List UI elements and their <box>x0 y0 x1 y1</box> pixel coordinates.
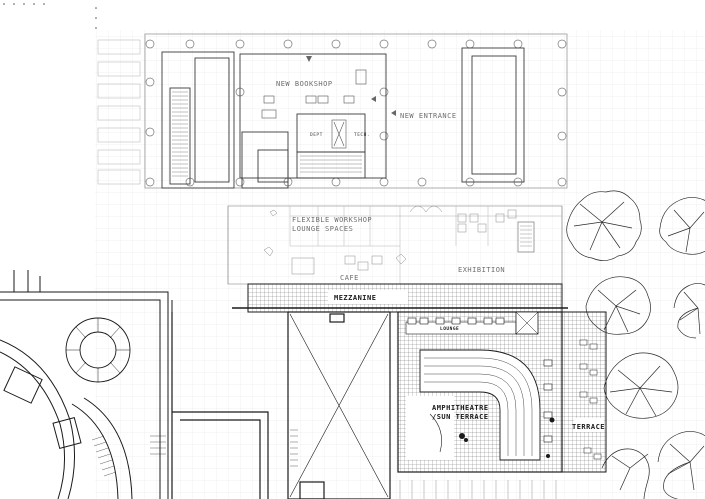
label-new-bookshop: NEW BOOKSHOP <box>276 80 333 88</box>
tree <box>657 431 705 499</box>
west-window-bands <box>97 39 141 185</box>
entrance-arrows <box>306 56 396 116</box>
mezzanine <box>232 283 568 313</box>
label-lounge-spaces: LOUNGE SPACES <box>292 225 353 233</box>
lower-stairs <box>150 429 298 467</box>
label-cafe: CAFE <box>340 274 359 282</box>
spiral-stair <box>65 317 131 383</box>
corner-marks <box>3 3 97 29</box>
upper-building <box>97 33 568 189</box>
label-dept: DEPT <box>310 132 323 138</box>
curved-stair-treads <box>91 435 117 477</box>
label-tech: TECH. <box>354 132 370 138</box>
tree <box>603 352 679 419</box>
label-amphitheatre: AMPHITHEATRE <box>432 404 489 412</box>
label-terrace: TERRACE <box>572 423 605 431</box>
tree <box>659 197 705 255</box>
curved-wall <box>0 339 133 499</box>
label-mezzanine: MEZZANINE <box>334 294 376 302</box>
amphitheatre-plants <box>459 417 555 458</box>
workshop-furniture <box>263 205 517 275</box>
amphitheatre-block <box>397 311 563 473</box>
label-flexible-workshop: FLEXIBLE WORKSHOP <box>292 216 372 224</box>
workshop-stairs <box>520 225 532 247</box>
label-new-entrance: NEW ENTRANCE <box>400 112 457 120</box>
label-lounge: LOUNGE <box>440 326 459 332</box>
terrace <box>561 311 607 473</box>
bottom-paving <box>399 480 557 499</box>
bookshop-furniture <box>261 69 367 149</box>
lounge-seating <box>407 317 553 443</box>
label-sun-terrace: /SUN TERRACE <box>432 413 489 421</box>
label-exhibition: EXHIBITION <box>458 266 505 274</box>
tree <box>585 276 651 335</box>
bookshop-core <box>161 47 525 189</box>
core-stairs <box>172 91 362 177</box>
trees <box>566 190 705 499</box>
column-grid <box>145 39 567 187</box>
tree <box>673 283 705 339</box>
tree <box>566 190 642 261</box>
tree <box>601 448 650 499</box>
